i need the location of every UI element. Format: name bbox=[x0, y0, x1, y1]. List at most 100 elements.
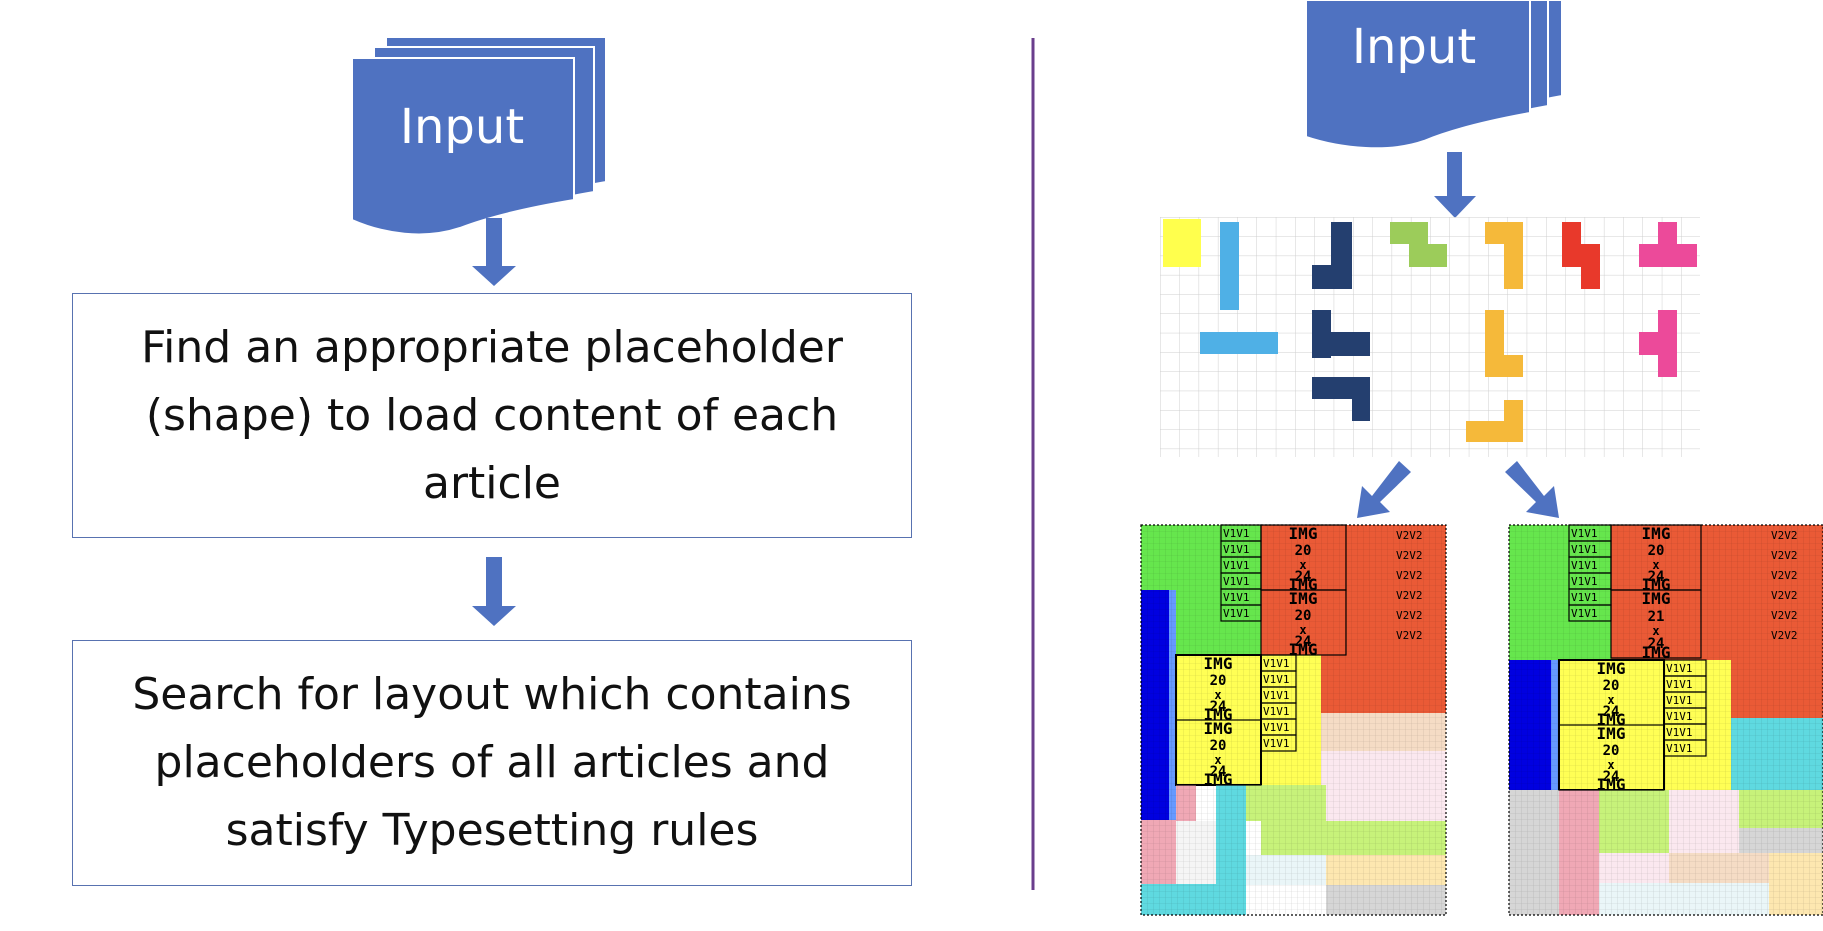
svg-text:IMG: IMG bbox=[1204, 705, 1233, 724]
svg-text:IMG: IMG bbox=[1642, 643, 1671, 662]
svg-text:x: x bbox=[1214, 688, 1221, 702]
svg-text:V2V2: V2V2 bbox=[1396, 569, 1423, 582]
shape-orange-2 bbox=[1485, 310, 1523, 377]
layout-a-img-1: IMG 20 x 24 IMG bbox=[1289, 524, 1318, 594]
svg-text:x: x bbox=[1607, 693, 1614, 707]
layout-b-img-3: IMG 20 x 24 IMG bbox=[1597, 659, 1626, 729]
shape-pink-2 bbox=[1639, 310, 1677, 377]
shape-light-blue-vertical bbox=[1220, 222, 1239, 310]
svg-text:V1V1: V1V1 bbox=[1666, 710, 1693, 723]
layout-a-img-4: IMG 20 x 24 IMG bbox=[1204, 719, 1233, 789]
svg-text:V2V2: V2V2 bbox=[1396, 629, 1423, 642]
svg-text:20: 20 bbox=[1210, 738, 1227, 754]
svg-text:V1V1: V1V1 bbox=[1571, 575, 1598, 588]
layout-b-img-2: IMG 21 x 24 IMG bbox=[1642, 589, 1671, 662]
svg-text:IMG: IMG bbox=[1642, 575, 1671, 594]
svg-text:V2V2: V2V2 bbox=[1771, 549, 1798, 562]
left-arrow-2 bbox=[472, 557, 516, 626]
svg-text:IMG: IMG bbox=[1204, 654, 1233, 673]
layout-b-text-labels: V1V1 V1V1 V1V1 V1V1 V1V1 V1V1 V1V1 V1V1 … bbox=[1571, 527, 1798, 755]
step-find-placeholder-box: Find an appropriate placeholder (shape) … bbox=[72, 293, 912, 538]
step-find-placeholder-text: Find an appropriate placeholder (shape) … bbox=[141, 321, 843, 509]
svg-text:24: 24 bbox=[1295, 634, 1312, 650]
svg-text:x: x bbox=[1214, 753, 1221, 767]
doc-front bbox=[351, 57, 575, 236]
svg-text:V1V1: V1V1 bbox=[1223, 575, 1250, 588]
svg-text:24: 24 bbox=[1648, 636, 1665, 652]
shape-orange-3 bbox=[1466, 400, 1523, 442]
svg-text:IMG: IMG bbox=[1597, 724, 1626, 743]
svg-text:V2V2: V2V2 bbox=[1771, 629, 1798, 642]
svg-text:V1V1: V1V1 bbox=[1666, 742, 1693, 755]
svg-text:V2V2: V2V2 bbox=[1396, 589, 1423, 602]
layout-b: IMG 20 x 24 IMG IMG 21 x 24 IMG IMG 20 x… bbox=[1508, 524, 1823, 916]
svg-text:20: 20 bbox=[1295, 543, 1312, 559]
svg-text:V2V2: V2V2 bbox=[1771, 609, 1798, 622]
svg-text:x: x bbox=[1299, 623, 1306, 637]
svg-text:24: 24 bbox=[1603, 769, 1620, 785]
placeholder-shapes-grid bbox=[1160, 217, 1700, 457]
svg-text:x: x bbox=[1299, 558, 1306, 572]
svg-text:V1V1: V1V1 bbox=[1666, 694, 1693, 707]
svg-text:V1V1: V1V1 bbox=[1263, 721, 1290, 734]
svg-text:V2V2: V2V2 bbox=[1771, 529, 1798, 542]
svg-text:21: 21 bbox=[1648, 609, 1665, 625]
right-input-label: Input bbox=[1352, 19, 1476, 75]
shape-light-blue-horizontal bbox=[1200, 332, 1278, 354]
svg-text:V1V1: V1V1 bbox=[1263, 657, 1290, 670]
layout-b-img-1: IMG 20 x 24 IMG bbox=[1642, 524, 1671, 594]
right-arrow-diag-left bbox=[1357, 461, 1411, 518]
svg-text:V2V2: V2V2 bbox=[1396, 529, 1423, 542]
svg-text:V1V1: V1V1 bbox=[1666, 662, 1693, 675]
right-input-document-stack: Input bbox=[1305, 0, 1563, 150]
svg-text:24: 24 bbox=[1295, 569, 1312, 585]
svg-text:V1V1: V1V1 bbox=[1571, 527, 1598, 540]
shape-red bbox=[1562, 222, 1600, 289]
layout-b-img-4: IMG 20 x 24 IMG bbox=[1597, 724, 1626, 794]
layout-a-text-labels: V1V1 V1V1 V1V1 V1V1 V1V1 V1V1 V1V1 V1V1 … bbox=[1223, 527, 1423, 750]
left-input-label: Input bbox=[400, 99, 524, 155]
svg-text:V1V1: V1V1 bbox=[1571, 559, 1598, 572]
shape-navy-1 bbox=[1312, 222, 1352, 289]
svg-text:IMG: IMG bbox=[1289, 575, 1318, 594]
svg-text:IMG: IMG bbox=[1289, 640, 1318, 659]
svg-text:IMG: IMG bbox=[1642, 524, 1671, 543]
svg-text:20: 20 bbox=[1295, 608, 1312, 624]
svg-text:V1V1: V1V1 bbox=[1571, 591, 1598, 604]
step-search-layout-text: Search for layout which contains placeho… bbox=[132, 669, 852, 856]
right-arrow-diag-right bbox=[1505, 461, 1559, 518]
svg-text:x: x bbox=[1607, 758, 1614, 772]
svg-text:V1V1: V1V1 bbox=[1571, 543, 1598, 556]
svg-text:V1V1: V1V1 bbox=[1223, 527, 1250, 540]
svg-text:V1V1: V1V1 bbox=[1223, 559, 1250, 572]
svg-text:V1V1: V1V1 bbox=[1223, 607, 1250, 620]
svg-text:x: x bbox=[1652, 624, 1659, 638]
left-input-document-stack: Input bbox=[351, 36, 607, 236]
svg-text:IMG: IMG bbox=[1597, 775, 1626, 794]
doc-front bbox=[1305, 0, 1531, 150]
svg-text:24: 24 bbox=[1210, 764, 1227, 780]
svg-text:V1V1: V1V1 bbox=[1223, 543, 1250, 556]
svg-text:V1V1: V1V1 bbox=[1666, 726, 1693, 739]
step-search-layout-box: Search for layout which contains placeho… bbox=[72, 640, 912, 886]
shape-navy-2 bbox=[1312, 310, 1370, 358]
shape-pink-1 bbox=[1639, 222, 1697, 267]
shape-navy-3 bbox=[1312, 377, 1370, 421]
svg-text:V1V1: V1V1 bbox=[1263, 689, 1290, 702]
svg-text:24: 24 bbox=[1648, 569, 1665, 585]
svg-text:IMG: IMG bbox=[1204, 770, 1233, 789]
shape-yellow-square bbox=[1163, 219, 1201, 267]
svg-text:20: 20 bbox=[1603, 743, 1620, 759]
svg-text:V2V2: V2V2 bbox=[1396, 549, 1423, 562]
svg-text:V2V2: V2V2 bbox=[1771, 589, 1798, 602]
svg-text:V1V1: V1V1 bbox=[1263, 737, 1290, 750]
svg-text:20: 20 bbox=[1210, 673, 1227, 689]
svg-text:V1V1: V1V1 bbox=[1571, 607, 1598, 620]
svg-text:IMG: IMG bbox=[1642, 589, 1671, 608]
svg-text:V2V2: V2V2 bbox=[1771, 569, 1798, 582]
svg-text:V1V1: V1V1 bbox=[1263, 673, 1290, 686]
svg-text:V2V2: V2V2 bbox=[1396, 609, 1423, 622]
svg-text:20: 20 bbox=[1648, 543, 1665, 559]
